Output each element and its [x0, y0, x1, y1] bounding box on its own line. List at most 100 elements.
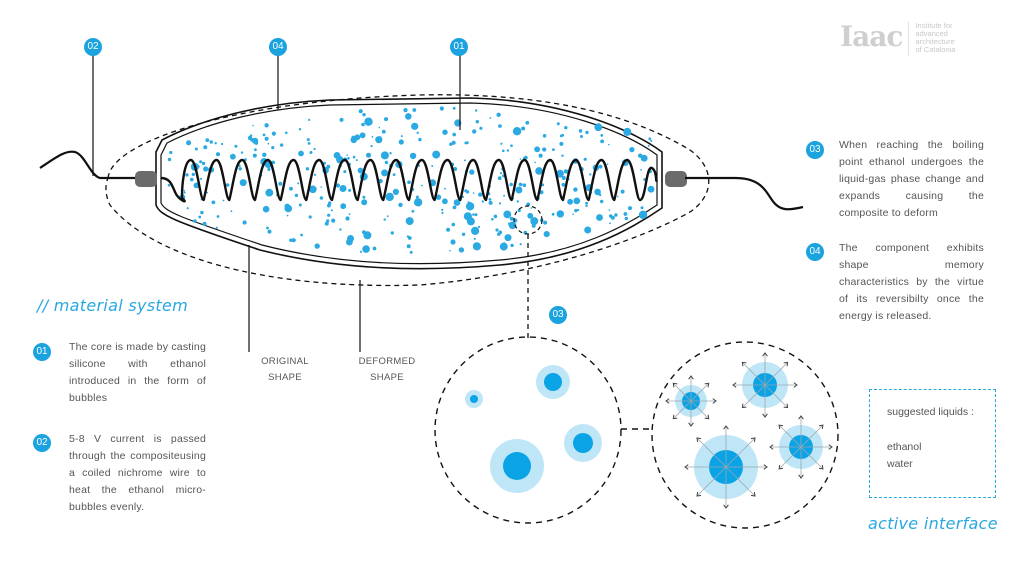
micro-bubble: [200, 210, 204, 215]
callout-badge-04: 04: [269, 38, 287, 56]
micro-bubble: [517, 208, 521, 213]
expansion-arrow: [742, 362, 766, 386]
micro-bubble: [510, 144, 513, 147]
micro-bubble: [629, 147, 635, 153]
arrow-head-icon: [783, 403, 789, 409]
micro-bubble: [535, 167, 543, 175]
micro-bubble: [498, 124, 502, 128]
deformed-shape-label: DEFORMED SHAPE: [356, 354, 418, 386]
micro-bubble: [561, 154, 564, 157]
arrow-head-icon: [684, 464, 689, 470]
micro-bubble: [221, 142, 224, 146]
micro-bubble: [309, 185, 317, 194]
micro-bubble: [623, 127, 632, 136]
micro-bubble: [458, 247, 465, 253]
micro-bubble: [352, 155, 356, 159]
micro-bubble: [358, 109, 363, 114]
micro-bubble: [439, 106, 444, 111]
micro-bubble: [398, 139, 404, 145]
micro-bubble: [572, 213, 574, 215]
micro-bubble: [466, 190, 470, 194]
arrow-head-icon: [798, 415, 804, 420]
micro-bubble: [191, 172, 195, 177]
micro-bubble: [411, 209, 415, 213]
item-badge-01: 01: [33, 343, 51, 361]
micro-bubble: [347, 235, 354, 242]
material-system-heading: // material system: [37, 296, 188, 315]
micro-bubble: [556, 210, 564, 218]
logo-line: Institute for: [915, 21, 953, 30]
micro-bubble: [574, 208, 578, 213]
micro-bubble: [308, 118, 311, 121]
micro-bubble: [193, 219, 197, 223]
micro-bubble: [563, 169, 568, 174]
arrow-head-icon: [741, 403, 747, 409]
micro-bubble: [201, 161, 206, 166]
micro-bubble: [234, 144, 238, 148]
micro-bubble: [285, 131, 288, 135]
micro-bubble: [406, 244, 411, 249]
micro-bubble: [412, 108, 417, 112]
nichrome-coil: [160, 158, 659, 203]
expansion-arrow: [673, 383, 692, 402]
arrow-head-icon: [688, 422, 694, 427]
micro-bubble: [366, 152, 371, 158]
micro-bubble: [262, 205, 270, 213]
micro-bubble: [199, 177, 203, 180]
micro-bubble: [510, 243, 514, 248]
micro-bubble: [183, 189, 186, 192]
micro-bubble: [451, 140, 456, 145]
arrow-head-icon: [762, 413, 768, 418]
micro-bubble: [442, 198, 448, 205]
micro-bubble: [573, 197, 581, 205]
micro-bubble: [330, 209, 333, 212]
micro-bubble: [190, 177, 194, 182]
arrow-head-icon: [704, 382, 710, 388]
micro-bubble: [289, 238, 293, 242]
micro-bubble: [512, 127, 522, 136]
micro-bubble: [500, 142, 503, 145]
arrow-head-icon: [696, 491, 702, 497]
micro-bubble: [509, 182, 513, 187]
micro-bubble: [327, 213, 331, 217]
micro-bubble: [502, 149, 505, 153]
micro-bubble: [647, 185, 655, 193]
micro-bubble: [183, 191, 186, 194]
micro-bubble: [465, 141, 469, 145]
label-line: SHAPE: [268, 372, 302, 383]
micro-bubble: [624, 216, 628, 221]
micro-bubble: [567, 198, 573, 205]
micro-bubble: [449, 142, 453, 146]
note-badge-04: 04: [806, 243, 824, 261]
micro-bubble: [348, 188, 352, 192]
micro-bubble: [600, 139, 604, 144]
micro-bubble: [345, 216, 350, 221]
detail-bubbles: [465, 352, 833, 509]
micro-bubble: [355, 159, 358, 162]
micro-bubble: [519, 158, 522, 160]
micro-bubble: [411, 122, 419, 130]
bubble-core: [544, 373, 562, 391]
micro-bubble: [442, 129, 448, 135]
micro-bubble: [527, 212, 534, 219]
micro-bubble: [271, 131, 276, 136]
micro-bubble: [559, 141, 564, 146]
callout-badge-02: 02: [84, 38, 102, 56]
micro-bubble: [559, 134, 563, 138]
micro-bubble: [600, 134, 604, 137]
logo-line: architecture: [915, 37, 955, 46]
micro-bubble: [638, 153, 643, 158]
micro-bubble: [589, 173, 592, 176]
micro-bubble: [473, 237, 476, 240]
micro-bubble: [598, 164, 603, 169]
micro-bubble: [185, 173, 189, 177]
micro-bubble: [640, 154, 648, 162]
micro-bubble: [526, 202, 531, 207]
micro-bubble: [340, 203, 347, 210]
micro-bubble: [441, 208, 444, 211]
micro-bubble: [503, 242, 506, 245]
micro-bubble: [506, 149, 510, 152]
expansion-arrow: [742, 384, 766, 408]
micro-bubble: [461, 195, 465, 198]
micro-bubble: [267, 167, 271, 171]
